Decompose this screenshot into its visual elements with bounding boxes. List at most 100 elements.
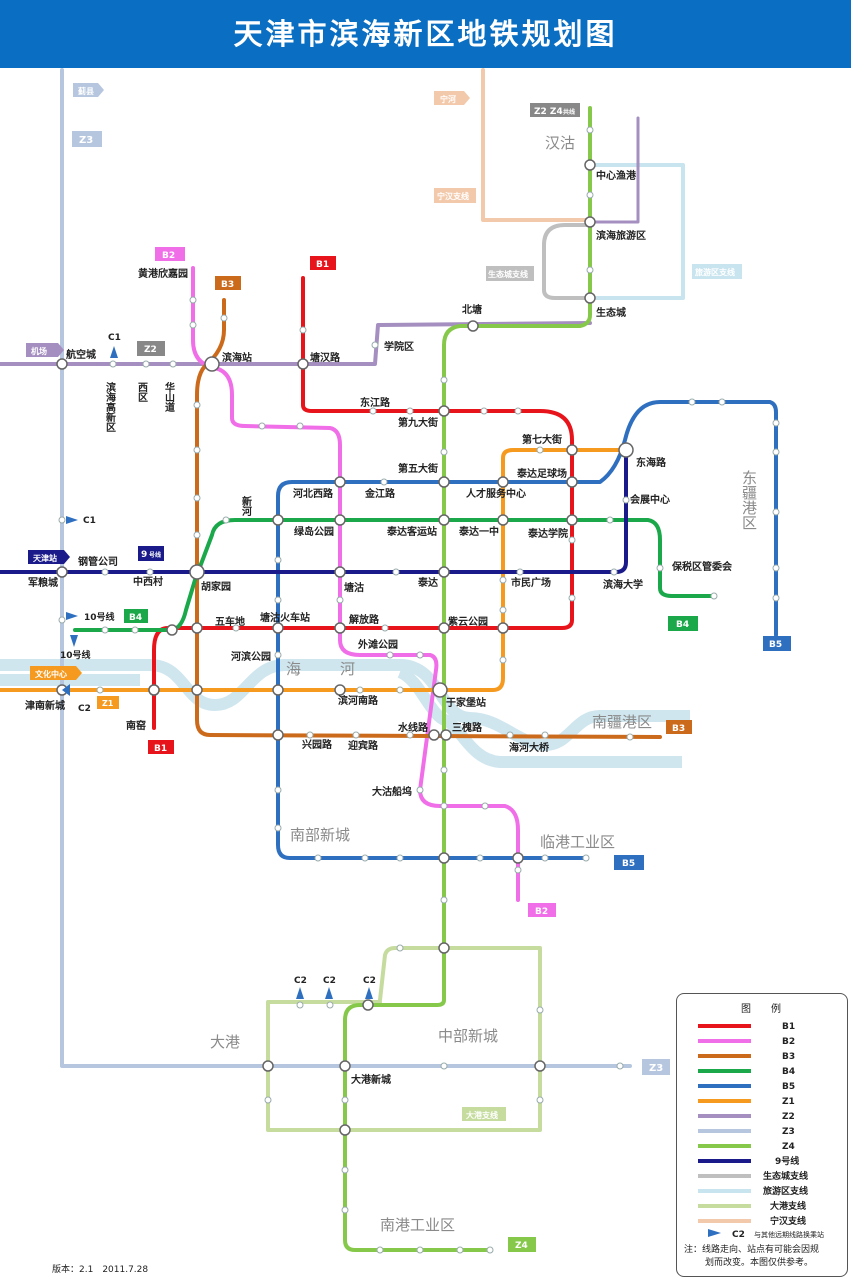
area-nanjianggangqu: 南疆港区 xyxy=(592,713,652,731)
legend-c2-marker-icon xyxy=(708,1229,721,1237)
station-shiminguangchang: 市民广场 xyxy=(511,576,551,589)
station-baoshuiquguanweihui: 保税区管委会 xyxy=(671,560,732,573)
legend-item-Z2: Z2 xyxy=(782,1112,795,1122)
area-haihe-hai: 海 xyxy=(286,660,301,678)
legend-item-B1: B1 xyxy=(782,1022,795,1032)
station-waitangongyuan: 外滩公园 xyxy=(357,638,398,651)
line-B2 xyxy=(191,266,520,902)
legend-c2-label: C2 xyxy=(732,1230,745,1240)
station-taida: 泰达 xyxy=(417,576,438,589)
station-hebingongyuan: 河滨公园 xyxy=(231,650,271,663)
station-dijiudajie: 第九大街 xyxy=(398,416,438,429)
interchange-markers xyxy=(62,346,373,999)
area-nanbuxincheng: 南部新城 xyxy=(290,826,350,844)
legend-item-eco: 生态城支线 xyxy=(763,1170,808,1182)
tag-Z3-right: Z3 xyxy=(649,1063,663,1074)
station-binhaigaoxinqu: 滨海高新区 xyxy=(104,381,116,432)
station-jiefanglu: 解放路 xyxy=(349,613,380,626)
tag-tianjinzhan: 天津站 xyxy=(33,553,57,563)
legend-item-tour: 旅游区支线 xyxy=(763,1185,808,1197)
station-tanggu: 塘沽 xyxy=(344,581,364,594)
legend-item-Z4: Z4 xyxy=(782,1142,795,1152)
tag-tour-branch: 旅游区支线 xyxy=(695,267,735,277)
station-taidaxueyuan: 泰达学院 xyxy=(527,527,568,540)
station-dagangxincheng: 大港新城 xyxy=(351,1073,391,1086)
area-haihe-he: 河 xyxy=(340,660,355,678)
station-zhongxinyugang: 中心渔港 xyxy=(596,169,637,182)
tag-Z2Z4: Z2 Z4 xyxy=(534,107,563,117)
station-yingbinlu: 迎宾路 xyxy=(348,739,379,752)
tag-dagang-branch: 大港支线 xyxy=(466,1110,498,1120)
legend-item-B4: B4 xyxy=(782,1067,795,1077)
station-ziyungongyuan: 紫云公园 xyxy=(448,615,488,628)
station-shuixianlu: 水线路 xyxy=(397,721,429,734)
area-nanganggongyequ: 南港工业区 xyxy=(380,1216,455,1234)
line-Z1 xyxy=(0,448,627,692)
tag-B4-left: B4 xyxy=(129,613,142,623)
station-xiqu: 西区 xyxy=(136,382,148,402)
legend-item-B2: B2 xyxy=(782,1037,795,1047)
page-title: 天津市滨海新区地铁规划图 xyxy=(233,17,618,51)
station-donghailu: 东海路 xyxy=(636,456,667,469)
tag-eco-branch: 生态城支线 xyxy=(488,269,528,279)
station-tangguhuochezhan: 塘沽火车站 xyxy=(260,611,310,624)
tag-C2-a: C2 xyxy=(294,976,307,986)
tag-Z4-bottom: Z4 xyxy=(515,1241,528,1251)
tag-B1-bottom: B1 xyxy=(154,744,167,754)
tag-B5-bottom: B5 xyxy=(622,859,635,869)
tag-C1-a: C1 xyxy=(108,333,121,343)
tag-jichang: 机场 xyxy=(31,346,47,356)
tag-C2-c: C2 xyxy=(363,976,376,986)
legend-graphic: 图 例 B1 B2 B3 B4 B5 Z1 Z2 Z3 Z4 9号线 生态城支线… xyxy=(684,1002,824,1268)
station-haihedaqiao: 海河大桥 xyxy=(509,741,550,754)
tag-B2-top: B2 xyxy=(162,251,175,261)
line-B3 xyxy=(195,298,662,739)
station-binhaizhan: 滨海站 xyxy=(222,351,252,364)
tag-line9-num: 9 xyxy=(141,550,147,560)
station-binhailvyouqu: 滨海旅游区 xyxy=(596,229,646,242)
station-binhenanlu: 滨河南路 xyxy=(338,694,379,707)
station-xingyuanlu: 兴园路 xyxy=(302,738,333,751)
area-hangu: 汉沽 xyxy=(545,134,575,152)
area-dagang: 大港 xyxy=(210,1033,240,1051)
legend-item-B5: B5 xyxy=(782,1082,795,1092)
station-huhuyuan: 胡家园 xyxy=(201,580,231,593)
station-beitang: 北塘 xyxy=(462,303,482,316)
small-stations xyxy=(58,126,780,1254)
tag-Z3-top: Z3 xyxy=(79,135,93,146)
station-junliangcheng: 军粮城 xyxy=(28,576,58,589)
title-bar xyxy=(0,0,851,68)
area-lingganggongyequ: 临港工业区 xyxy=(540,833,615,851)
station-shengtaicheng: 生态城 xyxy=(596,306,626,319)
line-Z2 xyxy=(0,321,592,366)
tag-B1-top: B1 xyxy=(316,260,329,270)
tag-ninghe: 宁河 xyxy=(440,94,456,104)
legend-item-line9: 9号线 xyxy=(775,1155,799,1167)
line-Z2-upper xyxy=(588,116,640,224)
legend-title: 图 例 xyxy=(741,1002,781,1015)
tag-line10-b: 10号线 xyxy=(60,649,91,661)
line-B5 xyxy=(276,400,778,860)
tag-B2-bottom: B2 xyxy=(535,907,548,917)
station-diqidajie: 第七大街 xyxy=(522,433,562,446)
tag-Z2Z4-sub: 共线 xyxy=(563,108,575,116)
tag-line9-sub: 号线 xyxy=(149,551,161,559)
station-hebeixilu: 河北西路 xyxy=(293,487,334,500)
station-huizhanzhongxin: 会展中心 xyxy=(630,493,670,506)
station-xinhe: 新河 xyxy=(240,495,252,517)
version-label: 版本：2.1 2011.7.28 xyxy=(52,1265,149,1275)
station-sanhuailu: 三槐路 xyxy=(452,721,483,734)
legend-c2-desc: 与其他远期线路换乘站 xyxy=(754,1230,824,1239)
tag-C2-b: C2 xyxy=(323,976,336,986)
station-gangguangongsi: 钢管公司 xyxy=(78,555,118,568)
legend-item-dagang: 大港支线 xyxy=(770,1200,806,1212)
tag-B4-right: B4 xyxy=(676,620,689,630)
line-ninghan-branch xyxy=(481,68,592,222)
metro-map: 中心渔港 滨海旅游区 生态城 北塘 学院区 塘汉路 滨海站 航空城 黄港欣嘉园 … xyxy=(0,68,791,1254)
tag-C2-left: C2 xyxy=(78,704,91,714)
station-diwudajie: 第五大街 xyxy=(398,462,438,475)
station-jinjianglu: 金江路 xyxy=(364,487,396,500)
tag-B3-top: B3 xyxy=(221,280,234,290)
legend-note-2: 划而改变。本图仅供参考。 xyxy=(705,1256,813,1268)
legend-item-B3: B3 xyxy=(782,1052,795,1062)
